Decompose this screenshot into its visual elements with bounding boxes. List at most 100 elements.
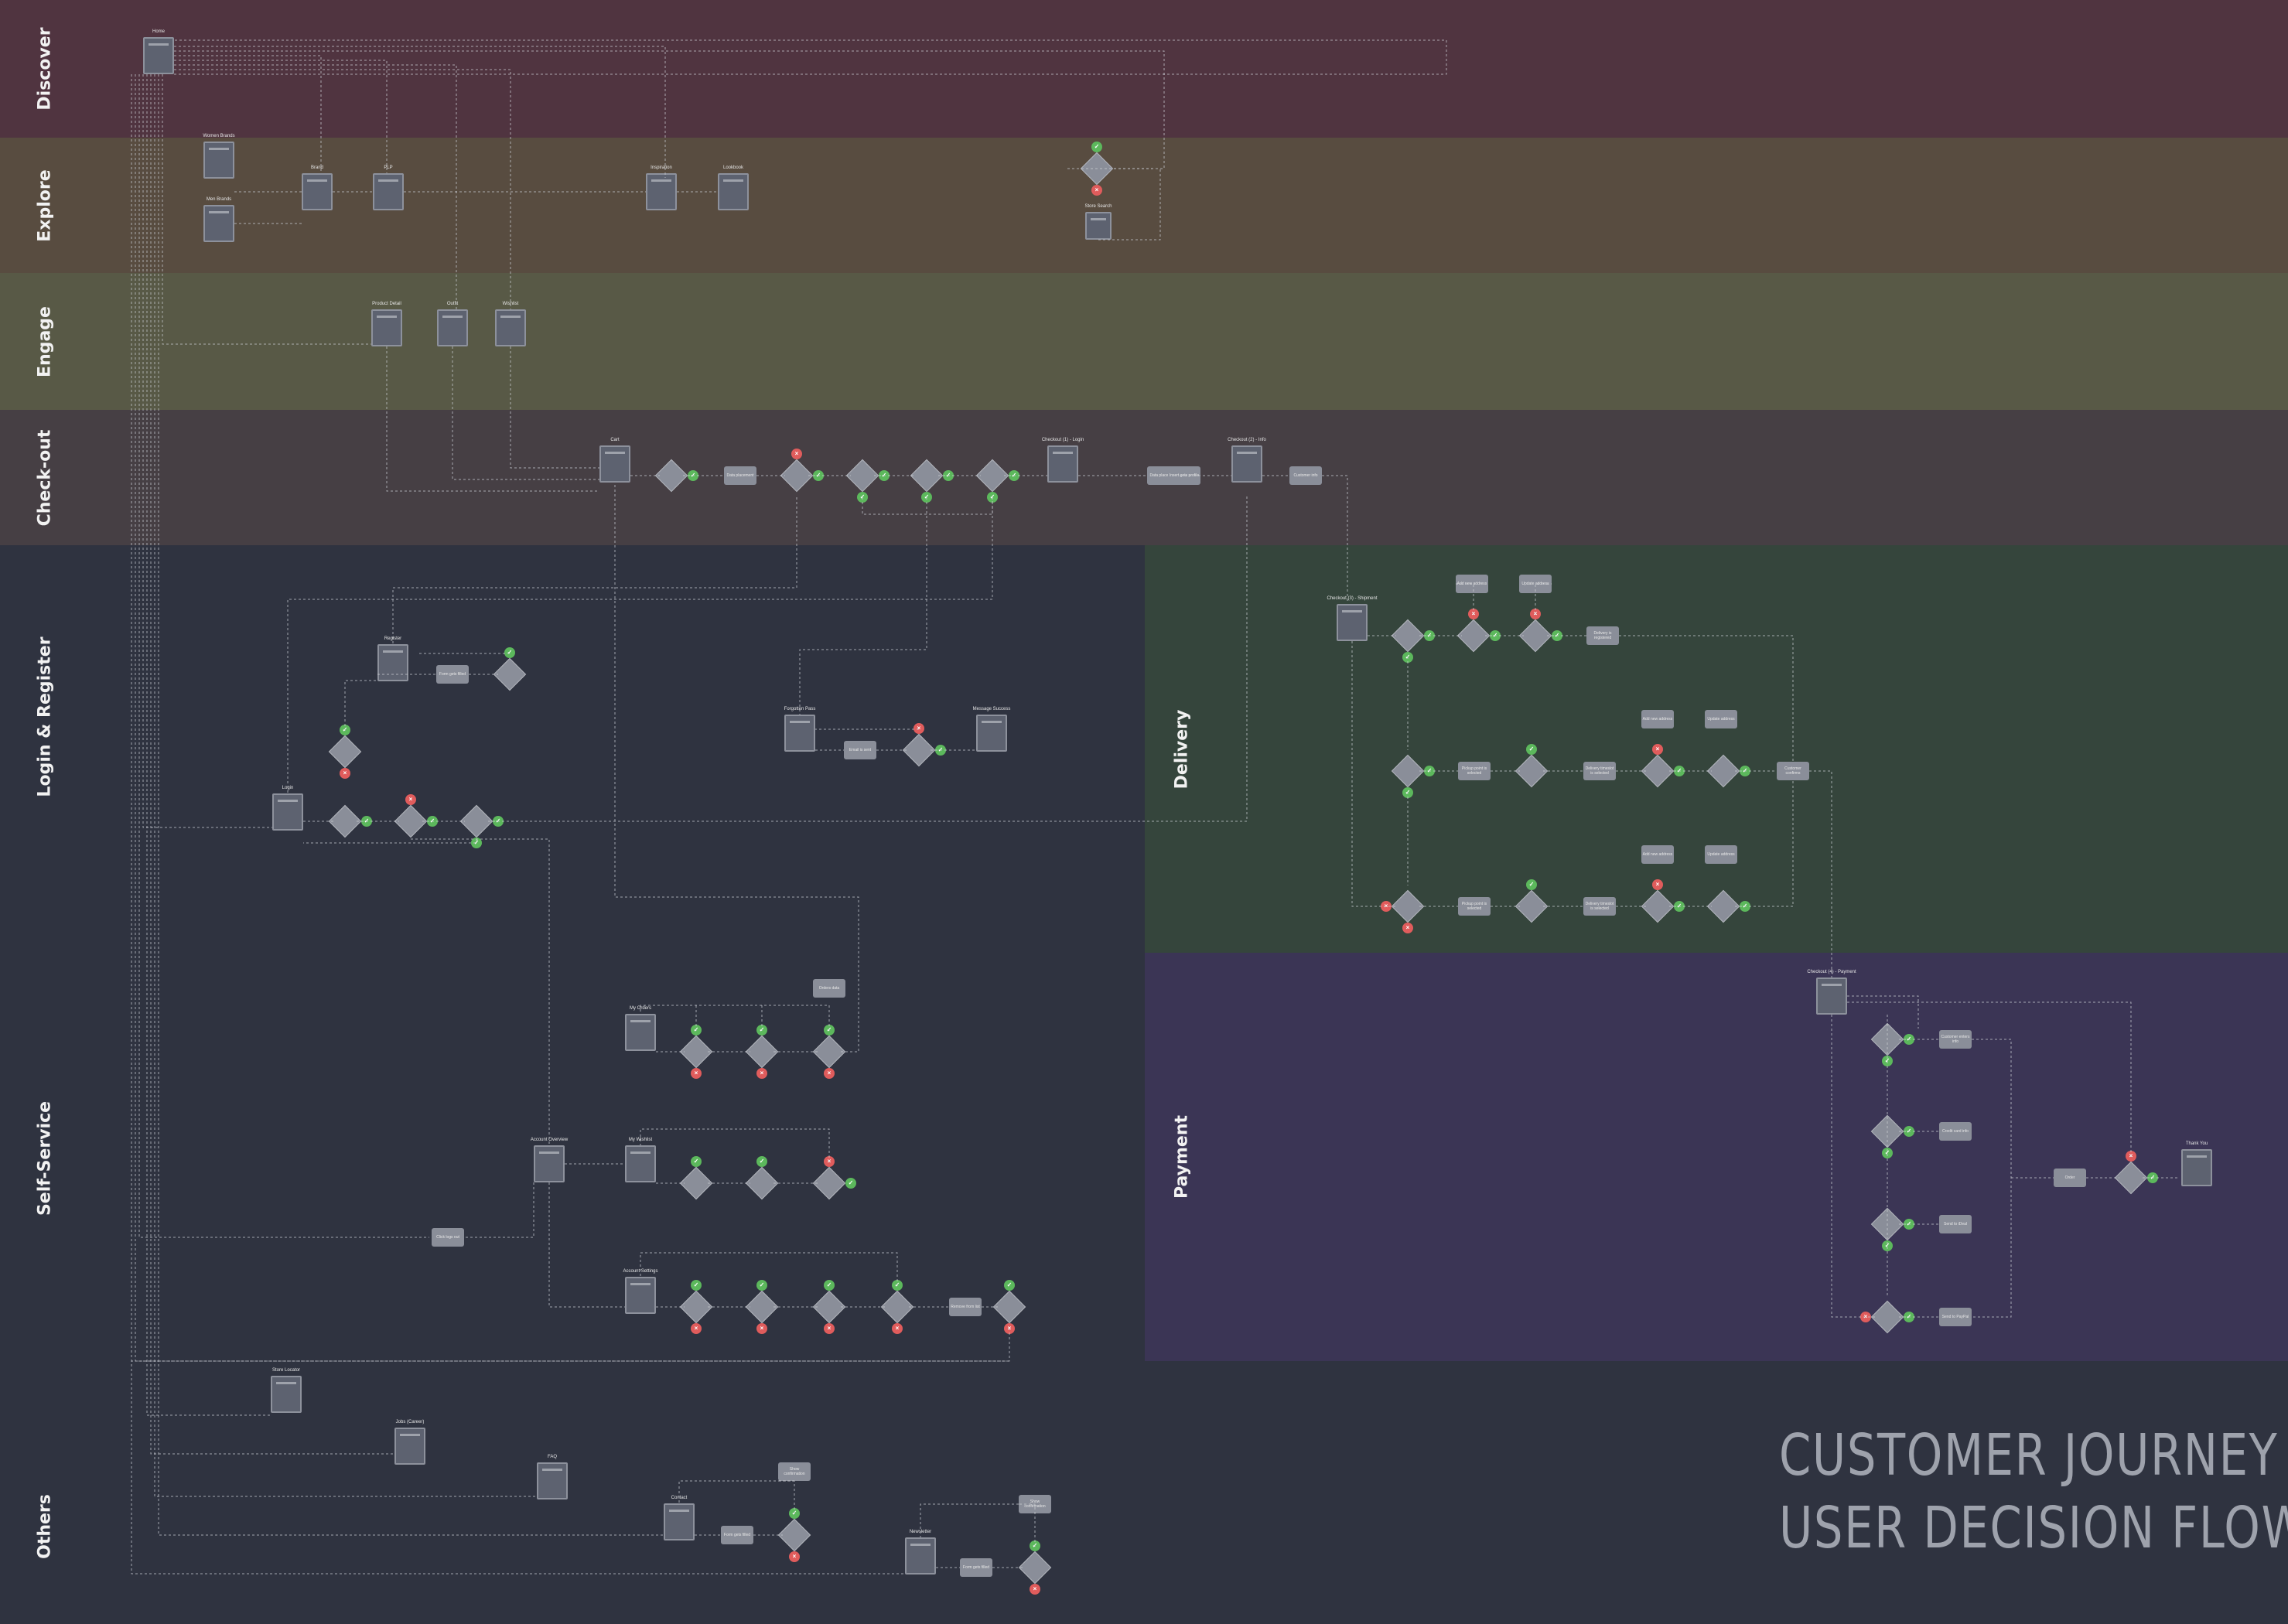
no-icon: × bbox=[691, 1323, 702, 1334]
no-icon: × bbox=[340, 768, 350, 779]
screen-label-lookbook: Lookbook bbox=[722, 165, 744, 170]
connector bbox=[1456, 583, 1474, 615]
connector bbox=[464, 1182, 534, 1238]
title-line-1: CUSTOMER JOURNEY & bbox=[1779, 1422, 2288, 1489]
process-order[interactable]: Order bbox=[2054, 1169, 2086, 1187]
screen-register[interactable] bbox=[377, 644, 408, 681]
no-icon: × bbox=[892, 1323, 903, 1334]
connector bbox=[862, 497, 993, 515]
connector bbox=[1831, 1015, 1876, 1318]
screen-label-home: Home bbox=[152, 29, 166, 34]
yes-icon: ✓ bbox=[1004, 1280, 1015, 1291]
process-pickuppt2[interactable]: Pickup point is selected bbox=[1458, 897, 1491, 916]
screen-label-men: Men Brands bbox=[206, 197, 232, 202]
connector bbox=[174, 69, 511, 309]
yes-icon: ✓ bbox=[1882, 1148, 1893, 1158]
screen-brand[interactable] bbox=[302, 173, 333, 210]
screen-account[interactable] bbox=[534, 1145, 565, 1182]
process-addaddr2[interactable]: Add new address bbox=[1641, 710, 1674, 728]
screen-faq[interactable] bbox=[537, 1462, 568, 1499]
yes-icon: ✓ bbox=[1091, 142, 1102, 152]
connector bbox=[174, 64, 457, 309]
screen-co2[interactable] bbox=[1231, 445, 1262, 483]
screen-wish2[interactable] bbox=[625, 1145, 656, 1182]
screen-women[interactable] bbox=[203, 142, 234, 179]
screen-label-storeloc: Store Locator bbox=[271, 1368, 301, 1373]
process-orderdata[interactable]: Orders data bbox=[813, 979, 845, 998]
screen-co4[interactable] bbox=[1816, 977, 1847, 1015]
process-formfilled[interactable]: Form gets filled bbox=[721, 1526, 753, 1544]
screen-home[interactable] bbox=[143, 37, 174, 74]
no-icon: × bbox=[824, 1323, 835, 1334]
screen-pdp[interactable] bbox=[371, 309, 402, 346]
screen-contact[interactable] bbox=[664, 1503, 695, 1540]
screen-label-women: Women Brands bbox=[203, 134, 235, 138]
process-sendreset[interactable]: Remove from list bbox=[949, 1298, 982, 1316]
no-icon: × bbox=[1030, 1584, 1040, 1595]
process-deliverypayment[interactable]: Customer confirms bbox=[1777, 762, 1809, 780]
process-formvalid[interactable]: Form gets filled bbox=[436, 665, 469, 684]
screen-label-co3: Checkout (3) - Shipment bbox=[1327, 596, 1378, 601]
screen-cart[interactable] bbox=[599, 445, 630, 483]
process-paymethod3[interactable]: Send to iDeal bbox=[1939, 1215, 1972, 1233]
screen-newsletter[interactable] bbox=[905, 1537, 936, 1575]
process-emailsend[interactable]: Email is sent bbox=[844, 741, 876, 759]
connector bbox=[135, 74, 1009, 1362]
connector bbox=[1809, 770, 1832, 977]
connector bbox=[138, 74, 429, 1238]
no-icon: × bbox=[789, 1551, 800, 1562]
no-icon: × bbox=[1652, 744, 1663, 755]
connector bbox=[131, 74, 905, 1575]
process-showconf[interactable]: Show confirmation bbox=[778, 1462, 811, 1481]
process-dataplacement[interactable]: Data placement bbox=[724, 466, 756, 485]
connector bbox=[510, 346, 599, 469]
screen-inspiration[interactable] bbox=[646, 173, 677, 210]
process-formfilled2[interactable]: Form gets filled bbox=[960, 1558, 992, 1577]
connector bbox=[799, 497, 927, 715]
no-icon: × bbox=[913, 723, 924, 734]
connector bbox=[452, 346, 599, 480]
screen-msgsuccess[interactable] bbox=[976, 715, 1007, 752]
lane-checkout bbox=[0, 410, 2288, 545]
screen-thanks[interactable] bbox=[2181, 1149, 2212, 1186]
yes-icon: ✓ bbox=[845, 1178, 856, 1189]
screen-co3[interactable] bbox=[1337, 604, 1368, 641]
screen-settings[interactable] bbox=[625, 1277, 656, 1314]
screen-lookbook[interactable] bbox=[718, 173, 749, 210]
process-paymethod1[interactable]: Customer enters info bbox=[1939, 1030, 1972, 1049]
connector bbox=[1351, 641, 1396, 907]
process-editaddr2[interactable]: Update address bbox=[1705, 710, 1737, 728]
screen-co1[interactable] bbox=[1047, 445, 1078, 483]
connector bbox=[640, 1252, 898, 1286]
process-editaddr3[interactable]: Update address bbox=[1705, 845, 1737, 864]
screen-jobs[interactable] bbox=[394, 1428, 425, 1465]
screen-login[interactable] bbox=[272, 793, 303, 831]
screen-plp[interactable] bbox=[373, 173, 404, 210]
process-deliverydate2[interactable]: Delivery timeslot is selected bbox=[1583, 897, 1616, 916]
process-paymethod2[interactable]: Credit card info bbox=[1939, 1122, 1972, 1141]
process-clickout[interactable]: Click logs out bbox=[432, 1228, 464, 1247]
process-deliverydate[interactable]: Delivery timeslot is selected bbox=[1583, 762, 1616, 780]
no-icon: × bbox=[756, 1068, 767, 1079]
screen-label-pdp: Product Detail bbox=[372, 302, 401, 306]
no-icon: × bbox=[1091, 185, 1102, 196]
screen-forgot[interactable] bbox=[784, 715, 815, 752]
connector bbox=[158, 74, 664, 1536]
screen-outfit[interactable] bbox=[437, 309, 468, 346]
process-paymethod4[interactable]: Send to PayPal bbox=[1939, 1308, 1972, 1326]
process-deliveryreg[interactable]: Delivery is registered bbox=[1586, 626, 1619, 645]
no-icon: × bbox=[1402, 923, 1413, 933]
screen-wishlist[interactable] bbox=[495, 309, 526, 346]
screen-orders[interactable] bbox=[625, 1014, 656, 1051]
connector bbox=[1972, 1039, 2012, 1318]
screen-men[interactable] bbox=[203, 205, 234, 242]
connector bbox=[174, 55, 322, 173]
screen-storeloc[interactable] bbox=[271, 1376, 302, 1413]
yes-icon: ✓ bbox=[756, 1156, 767, 1167]
process-customerinfo[interactable]: Customer info bbox=[1289, 466, 1322, 485]
process-pickuppt[interactable]: Pickup point is selected bbox=[1458, 762, 1491, 780]
no-icon: × bbox=[1652, 879, 1663, 890]
screen-store[interactable] bbox=[1085, 212, 1112, 240]
process-addaddr3[interactable]: Add new address bbox=[1641, 845, 1674, 864]
